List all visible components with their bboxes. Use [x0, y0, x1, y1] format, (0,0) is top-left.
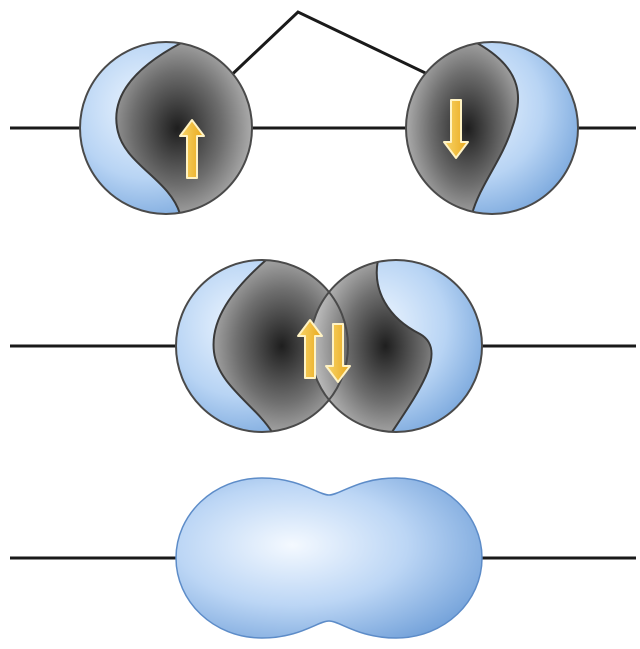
- callout-lines: [220, 10, 441, 86]
- spin-up-arrow-icon: [179, 119, 205, 179]
- overlap-left-orbital-lobe: [212, 260, 348, 432]
- molecular-orbital: [175, 477, 483, 639]
- stage-bonded-molecule: [10, 477, 636, 639]
- left-atom: [79, 41, 253, 215]
- stage-separate-atoms: [10, 10, 636, 215]
- spin-down-arrow-icon: [325, 323, 351, 383]
- spin-up-arrow-icon: [297, 319, 323, 379]
- left-orbital-lobe: [115, 42, 252, 214]
- right-orbital-lobe: [406, 42, 520, 214]
- overlap-right-orbital-lobe: [310, 260, 433, 432]
- spin-down-arrow-icon: [443, 99, 469, 159]
- stage-overlapping-orbitals: [10, 259, 636, 433]
- right-atom: [405, 41, 579, 215]
